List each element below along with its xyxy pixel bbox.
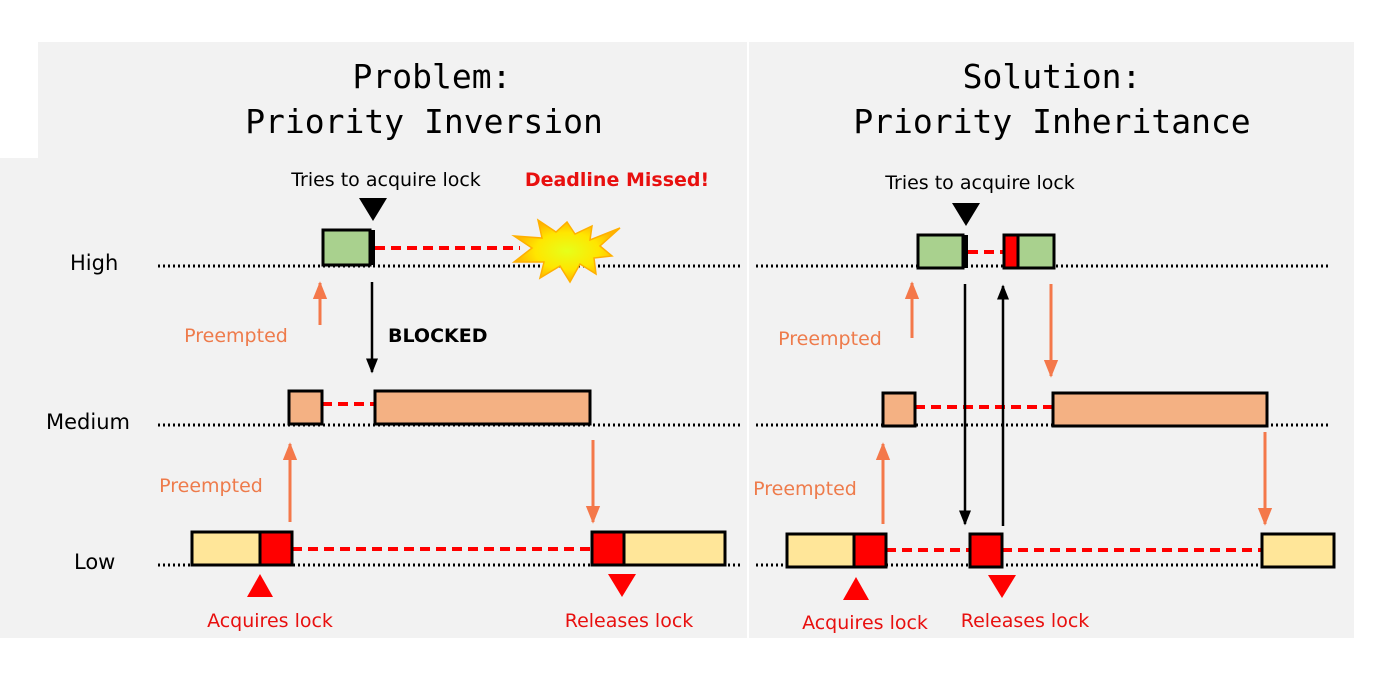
right-title-line1: Solution:	[963, 57, 1142, 96]
right-low-lock-block-2	[968, 532, 1004, 569]
left-panel-margin	[0, 158, 38, 638]
left-row-label-high: High	[70, 251, 118, 275]
right-preempted-medium-label: Preempted	[753, 478, 857, 500]
right-acquire-triangle-icon	[843, 577, 869, 600]
deadline-missed-label: Deadline Missed!	[525, 169, 709, 191]
right-title-line2: Priority Inheritance	[853, 102, 1250, 141]
left-title-line2: Priority Inversion	[245, 102, 603, 141]
left-medium-task-block-2	[373, 389, 592, 426]
left-title-line1: Problem:	[353, 57, 512, 96]
right-medium-task-block-1	[881, 391, 917, 428]
right-high-task-block-2	[1016, 233, 1056, 270]
right-panel: Solution: Priority Inheritance	[749, 42, 1354, 638]
left-acquires-label: Acquires lock	[207, 610, 333, 632]
left-high-task-block	[321, 228, 372, 267]
left-preempted-high-label: Preempted	[184, 325, 288, 347]
left-release-triangle-icon	[608, 574, 636, 597]
left-low-task-block-1	[190, 530, 262, 567]
left-medium-task-block-1	[287, 389, 324, 426]
right-release-triangle-icon	[988, 575, 1016, 598]
right-lock-attempt-triangle-icon	[952, 203, 980, 226]
left-preempted-medium-label: Preempted	[159, 475, 263, 497]
right-high-lock-block	[1002, 233, 1020, 270]
right-preempted-high-label: Preempted	[778, 328, 882, 350]
blocked-label: BLOCKED	[388, 325, 487, 347]
deadline-burst-icon	[511, 218, 621, 284]
right-low-lock-block-1	[852, 532, 888, 569]
right-low-task-block-1	[785, 532, 856, 569]
right-high-task-block-1	[916, 233, 965, 270]
left-low-lock-block-2	[590, 530, 626, 567]
right-releases-label: Releases lock	[961, 610, 1090, 632]
left-releases-label: Releases lock	[565, 610, 694, 632]
left-lock-attempt-triangle-icon	[359, 198, 387, 221]
left-high-lock-attempt-marker	[370, 230, 375, 265]
left-low-lock-block-1	[258, 530, 294, 567]
right-acquires-label: Acquires lock	[802, 612, 928, 634]
right-tries-label: Tries to acquire lock	[884, 172, 1075, 194]
left-acquire-triangle-icon	[247, 574, 273, 597]
left-row-label-low: Low	[74, 550, 115, 574]
left-row-label-medium: Medium	[46, 410, 130, 434]
left-panel: Problem: Priority Inversion High Medium …	[0, 42, 747, 638]
right-medium-task-block-2	[1051, 391, 1269, 428]
left-low-task-block-2	[622, 530, 727, 567]
right-low-task-block-2	[1260, 532, 1336, 569]
right-high-lock-attempt-marker	[963, 235, 968, 268]
left-tries-label: Tries to acquire lock	[290, 169, 481, 191]
